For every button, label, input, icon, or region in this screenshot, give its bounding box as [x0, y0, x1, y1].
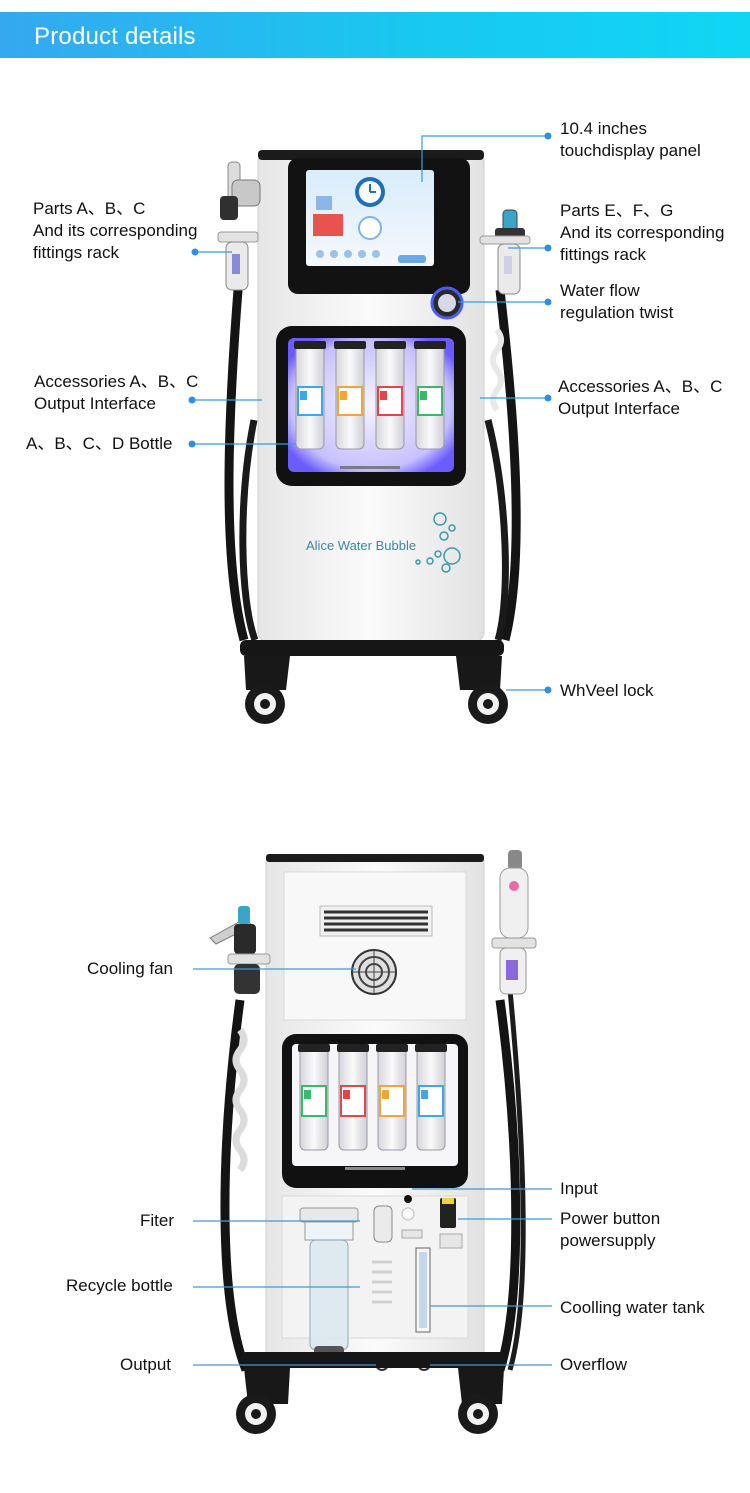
label-water-flow: Water flow regulation twist: [560, 281, 674, 322]
front-hose-left-2: [239, 419, 259, 642]
front-callout-dots: [188, 132, 552, 694]
screen-chart-panel: [313, 214, 343, 236]
back-callout-lines: [193, 968, 552, 1366]
front-machine: Alice Water Bubble: [217, 150, 531, 724]
label-overflow: Overflow: [560, 1355, 628, 1374]
front-bottles: [294, 341, 446, 450]
label-output: Output: [120, 1355, 172, 1374]
front-coil-hose: [490, 328, 504, 412]
front-right-handpiece: [479, 209, 531, 295]
label-filter: Fiter: [140, 1211, 174, 1230]
label-cooling-fan: Cooling fan: [87, 959, 174, 978]
filter-element: [373, 1205, 393, 1243]
label-wheel-lock: WhVeel lock: [560, 681, 654, 700]
label-bottles: A、B、C、D Bottle: [26, 434, 173, 453]
back-machine: [209, 850, 537, 1434]
input-port: [404, 1195, 412, 1203]
label-cooling-tank: Coolling water tank: [560, 1298, 705, 1317]
back-left-handpiece: [209, 906, 271, 994]
label-input: Input: [560, 1179, 598, 1198]
front-top-cap: [258, 150, 484, 160]
bubble-decoration: [415, 512, 461, 573]
page-title: Product details: [34, 23, 196, 50]
screen-start-button: [398, 255, 426, 263]
back-coil-hose: [232, 1027, 248, 1173]
label-accessories-left: Accessories A、B、C Output Interface: [34, 372, 199, 413]
back-right-handpiece: [491, 850, 537, 995]
front-left-handpiece: [217, 161, 261, 291]
back-vent-grille: [319, 905, 433, 937]
label-display-panel: 10.4 inches touchdisplay panel: [560, 119, 701, 160]
front-hose-right-2: [484, 419, 509, 642]
front-base: [240, 640, 504, 656]
label-recycle-bottle: Recycle bottle: [66, 1276, 173, 1295]
front-brand-text: Alice Water Bubble: [306, 538, 416, 553]
power-button: [440, 1198, 456, 1228]
label-parts-abc: Parts A、B、C And its corresponding fittin…: [33, 199, 198, 262]
screen-dial-icon: [358, 216, 382, 240]
back-bottles: [298, 1044, 447, 1151]
front-callout-lines: [192, 135, 548, 691]
front-hose-right: [495, 289, 521, 642]
label-parts-efg: Parts E、F、G And its corresponding fittin…: [560, 201, 725, 264]
header-bar: Product details: [0, 12, 750, 58]
label-power-button: Power button powersupply: [560, 1209, 661, 1250]
label-accessories-right: Accessories A、B、C Output Interface: [558, 377, 723, 418]
front-hose-left: [224, 289, 249, 642]
